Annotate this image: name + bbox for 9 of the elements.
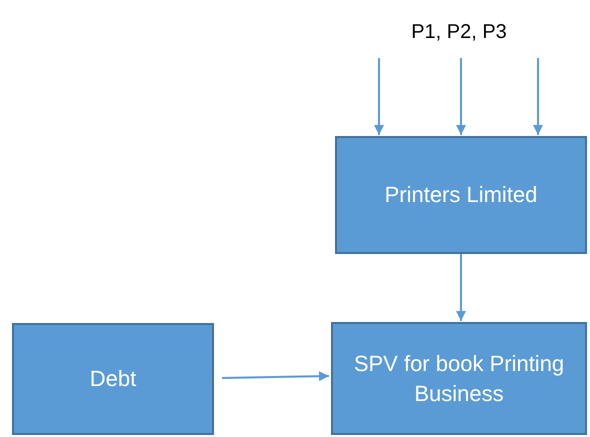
arrow xyxy=(222,371,330,382)
arrow xyxy=(533,58,543,135)
process-box: Debt xyxy=(12,323,214,435)
arrow xyxy=(456,58,466,135)
process-box: SPV for book Printing Business xyxy=(331,322,587,435)
arrow xyxy=(456,254,466,321)
input-label: P1, P2, P3 xyxy=(398,18,520,46)
process-box: Printers Limited xyxy=(335,136,587,254)
arrow xyxy=(374,58,384,135)
